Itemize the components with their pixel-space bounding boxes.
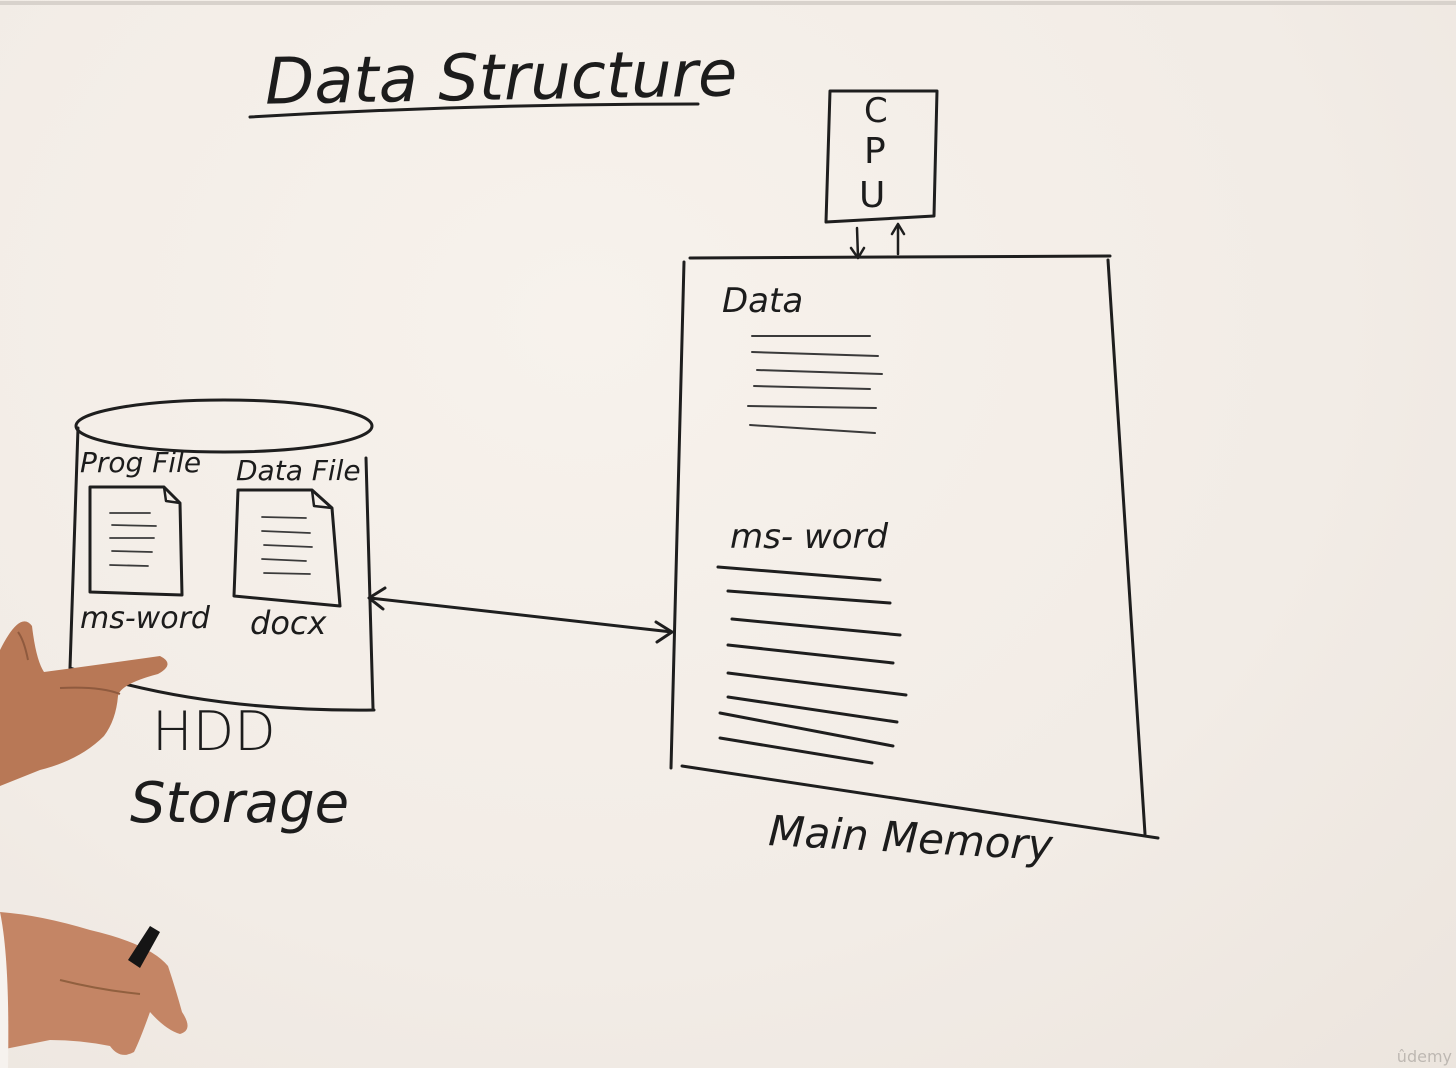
- memory-data-lines: [747, 335, 883, 434]
- prog-file-label: Prog File: [80, 446, 201, 479]
- title-underline: [248, 102, 700, 119]
- cpu-box: C P U: [824, 89, 939, 224]
- memory-program-label: ms- word: [730, 517, 888, 557]
- cpu-letter-p: P: [864, 131, 886, 172]
- memory-data-label: Data: [722, 281, 803, 321]
- prog-file-name: ms-word: [80, 601, 211, 636]
- main-memory-box: Data ms- word Main Memory: [669, 254, 1160, 870]
- hdd-memory-double-arrow: [367, 586, 674, 644]
- watermark: ûdemy: [1396, 1047, 1452, 1066]
- cpu-letter-c: C: [864, 91, 888, 131]
- hdd-caption-line2: Storage: [130, 771, 349, 836]
- cpu-memory-arrows: [849, 222, 906, 260]
- data-file-label: Data File: [236, 454, 361, 487]
- data-file-name: docx: [250, 604, 327, 642]
- cpu-letter-u: U: [859, 175, 885, 216]
- data-file-document-icon: [232, 488, 342, 608]
- presenter-hand-lower: [0, 912, 188, 1068]
- memory-program-lines: [716, 565, 908, 765]
- prog-file-document-icon: [88, 485, 184, 597]
- hdd-caption-line1: HDD: [152, 700, 276, 763]
- hdd-cylinder: Prog File Data File ms-word docx: [68, 398, 376, 712]
- presenter-hand-upper: [0, 621, 168, 786]
- marker-pen-icon: [128, 926, 160, 968]
